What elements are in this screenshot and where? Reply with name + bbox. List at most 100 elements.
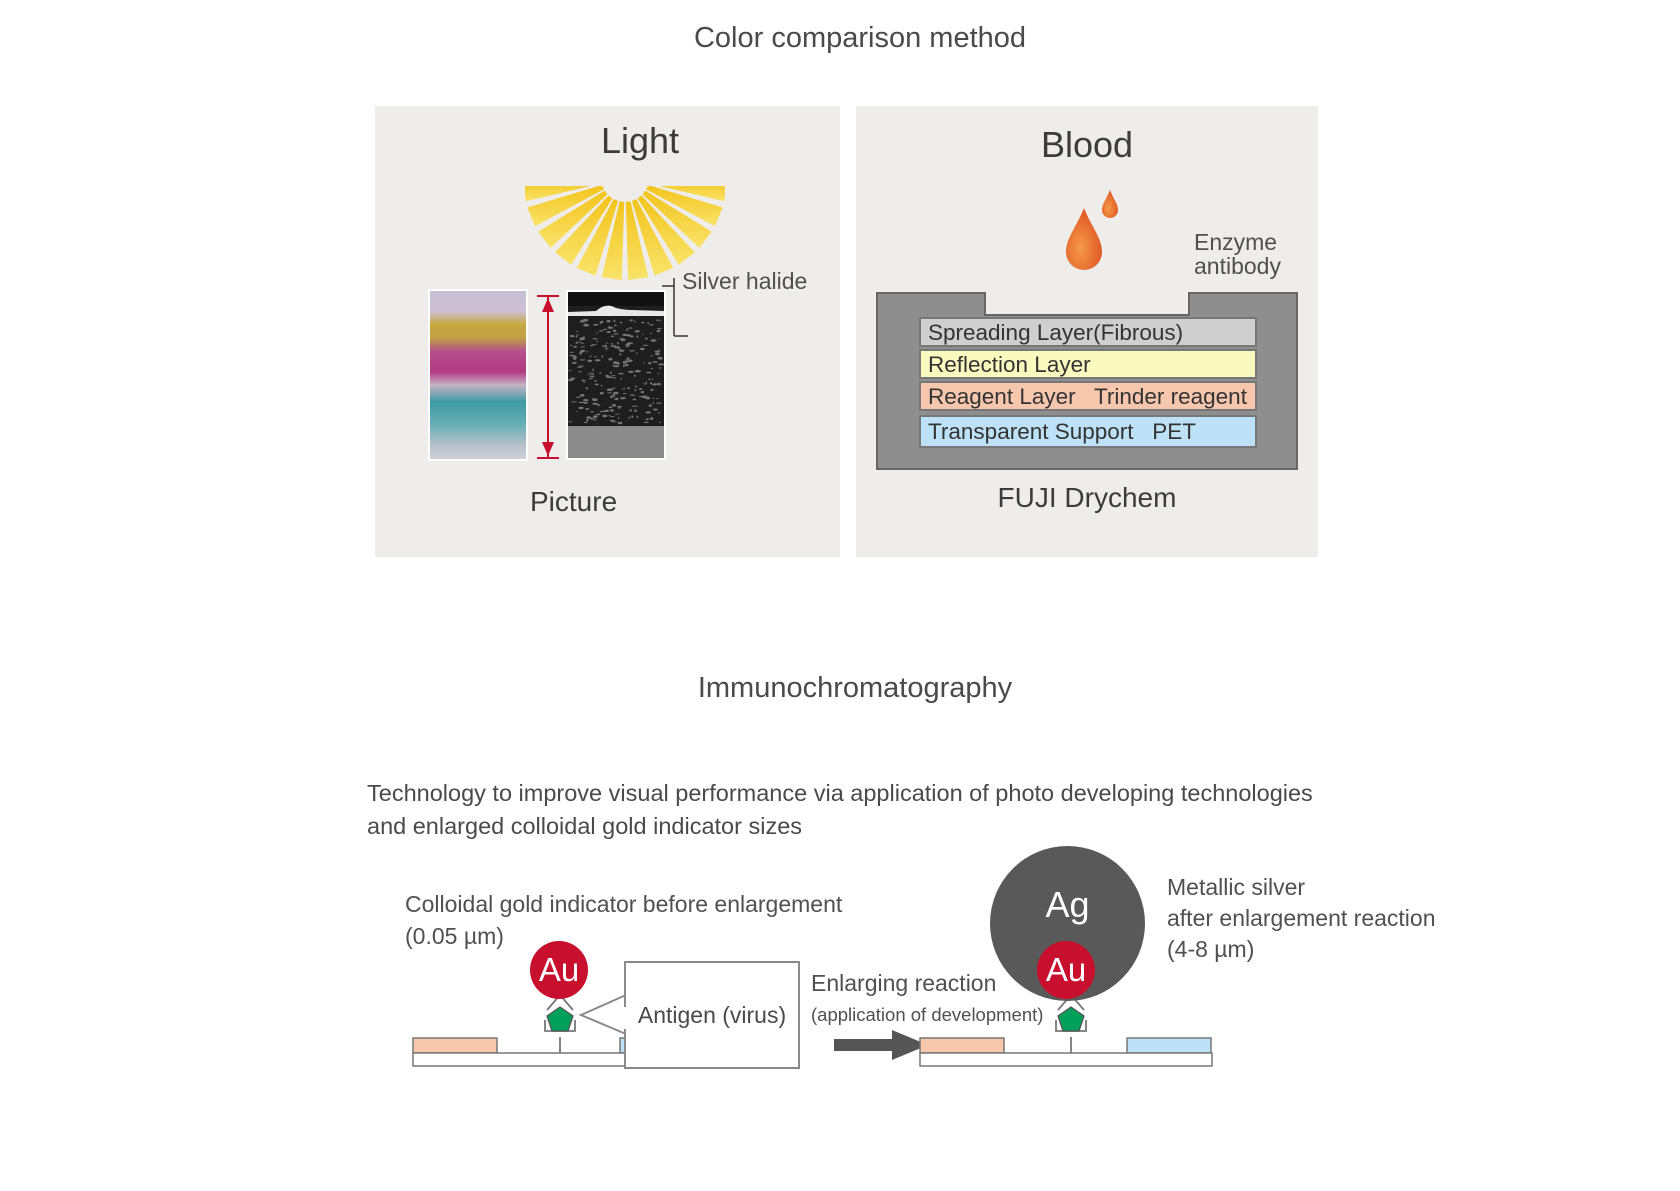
micro-speckle [570,354,573,357]
micro-speckle [659,366,661,370]
micro-speckle [613,391,619,395]
micro-speckle [643,362,645,364]
micro-speckle [599,372,601,375]
micro-speckle [652,408,658,411]
micro-speckle [640,391,643,394]
micro-speckle [610,395,613,399]
thickness-arrow-icon [537,295,559,459]
micro-speckle [645,381,648,384]
micro-speckle [632,398,637,401]
antigen-pentagon [546,1006,574,1032]
section-title-color-comparison: Color comparison method [693,22,1027,54]
micro-speckle [583,381,586,383]
micro-speckle [589,355,592,358]
micro-speckle [599,410,605,413]
antigen-callout-pointer [578,994,627,1035]
micro-speckle [610,335,615,337]
micro-speckle [568,421,573,423]
layer-reflection: Reflection Layer [919,349,1257,379]
micro-speckle [575,396,581,398]
micro-speckle [575,330,579,332]
micro-speckle [613,361,617,364]
micro-speckle [649,324,654,326]
light-ray [625,201,649,280]
micro-speckle [624,363,629,367]
micro-speckle [620,338,626,342]
micro-speckle [610,371,612,374]
micro-speckle [578,365,585,367]
micro-speckle [650,367,654,369]
light-ray [538,190,608,248]
micro-speckle [600,384,603,387]
micro-speckle [595,413,601,416]
micro-speckle [583,421,588,424]
micro-speckle [614,377,616,379]
micro-speckle [641,333,644,335]
micro-speckle [657,372,659,375]
silver-halide-label: Silver halide [682,268,808,294]
micro-speckle [634,330,640,333]
micro-speckle [659,319,661,322]
micro-speckle [580,349,586,352]
micro-speckle [583,399,589,402]
micro-speckle [592,369,594,371]
micro-speckle [622,393,627,395]
micro-speckle [619,353,622,356]
micro-speckle [593,415,598,419]
micro-speckle [657,383,661,386]
micro-speckle [608,406,613,408]
micro-speckle [598,330,604,332]
micro-speckle [647,321,649,325]
drychem-layer-stack: Spreading Layer(Fibrous) Reflection Laye… [919,317,1257,448]
micro-speckle [600,320,604,324]
micro-speckle [656,329,661,333]
micro-speckle [634,385,638,388]
micro-speckle [583,323,590,327]
micro-speckle [580,346,586,348]
micro-speckle [596,404,601,406]
micro-speckle [628,416,630,419]
micro-speckle [603,328,607,330]
micro-speckle [627,370,634,373]
micro-speckle [627,386,630,390]
light-panel: Light Silver halide Picture [375,106,840,557]
micro-speckle [617,341,619,345]
micro-speckle [631,405,638,407]
micro-speckle [569,351,574,353]
micro-speckle [581,379,586,382]
micro-speckle [618,372,624,375]
micro-speckle [590,411,594,413]
light-ray [642,190,712,248]
micro-speckle [620,378,623,380]
silver-symbol: Ag [1045,884,1090,925]
micro-speckle [596,423,598,425]
micro-speckle [657,412,661,414]
enlarging-reaction-sub: (application of development) [811,1004,1044,1025]
micro-speckle [578,371,582,373]
micro-speckle [641,395,648,399]
micro-speckle [587,374,590,376]
micro-speckle [568,370,572,372]
micro-speckle [617,417,620,419]
drychem-caption: FUJI Drychem [997,482,1177,513]
micro-speckle [609,377,615,378]
micro-speckle [591,398,594,399]
micro-speckle [614,346,620,349]
micro-speckle [625,345,630,348]
micro-speckle [567,379,574,382]
before-label-line2: (0.05 µm) [405,923,504,949]
micro-speckle [654,350,661,353]
micro-speckle [596,332,598,334]
micro-speckle [619,397,626,400]
micro-speckle [648,361,652,365]
micro-speckle [579,320,585,323]
micro-speckle [601,345,605,347]
micro-speckle [619,349,625,352]
micro-speckle [645,418,649,421]
micro-speckle [629,410,632,412]
after-pink-pad [919,1037,1005,1054]
micro-speckle [610,375,612,379]
micro-speckle [613,365,620,368]
enzyme-antibody-label: Enzyme antibody [1194,230,1281,278]
micro-speckle [572,361,577,364]
